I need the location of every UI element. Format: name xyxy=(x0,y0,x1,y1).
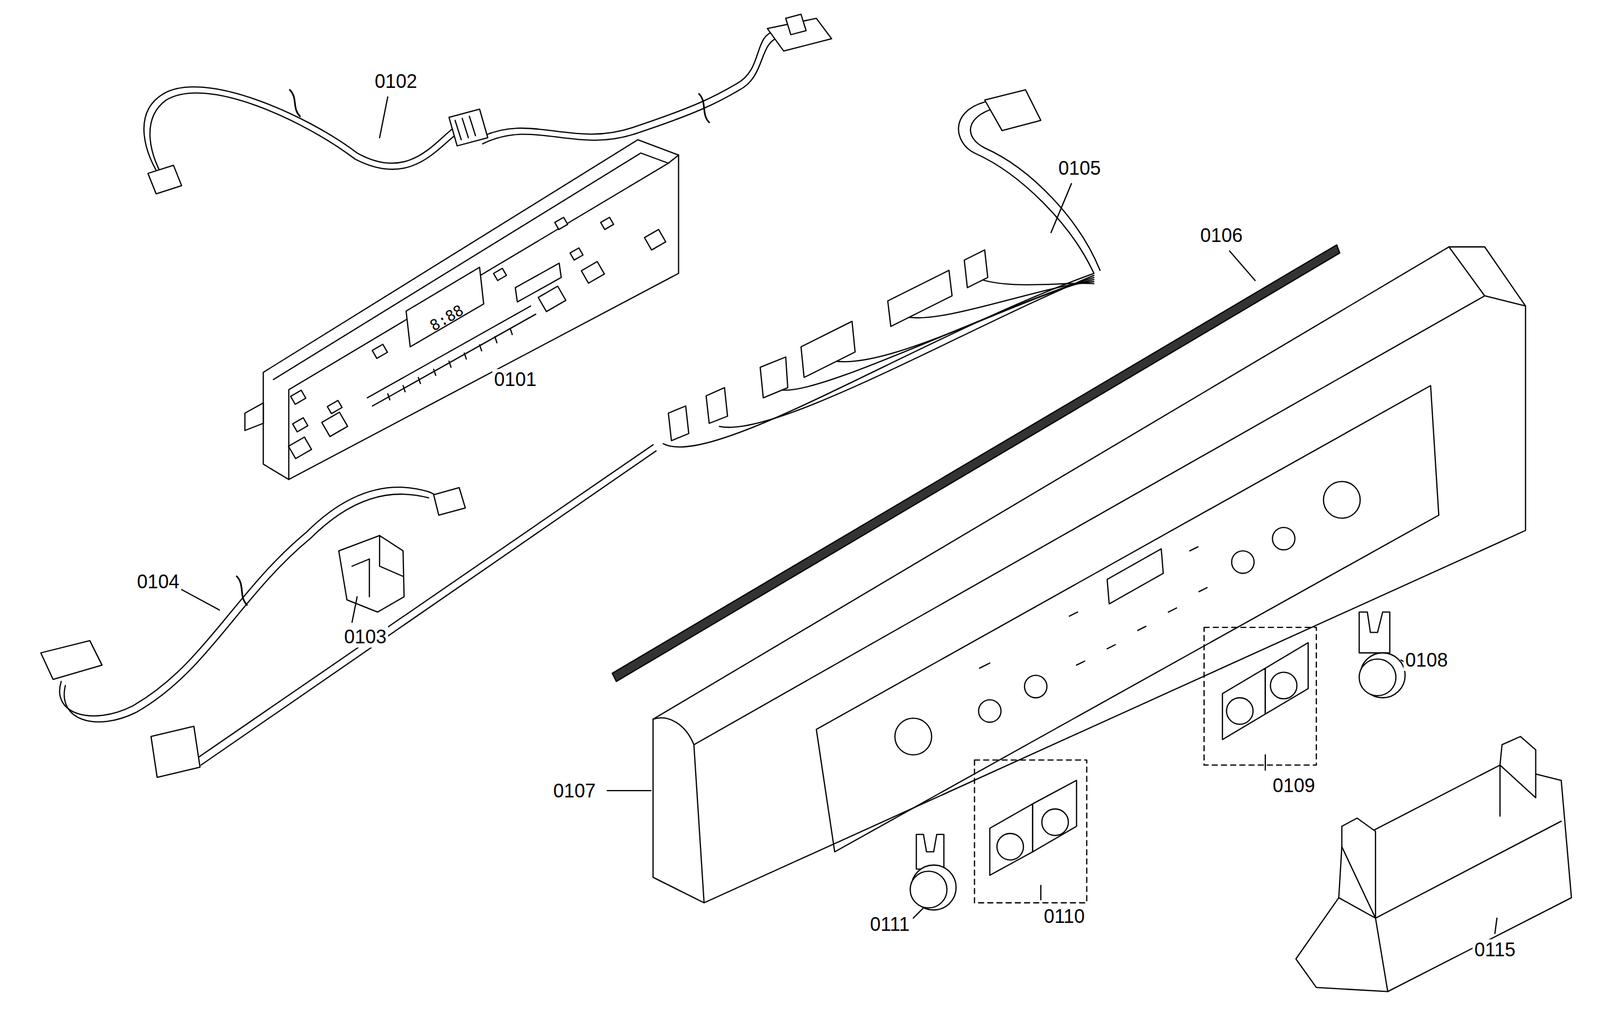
control-panel xyxy=(652,246,1526,903)
callout-number: 0109 xyxy=(1271,775,1317,797)
wire-harness xyxy=(40,444,656,778)
callout-number: 0105 xyxy=(1056,157,1103,179)
callout-number: 0111 xyxy=(868,913,912,936)
callout-number: 0101 xyxy=(492,369,538,391)
leader-line xyxy=(181,96,1497,934)
callout-number: 0102 xyxy=(373,70,419,93)
callout-number: 0104 xyxy=(135,571,182,593)
callout-number: 0103 xyxy=(342,626,389,648)
callout-number: 0106 xyxy=(1198,225,1245,247)
wire-harness xyxy=(144,14,832,194)
callout-number: 0115 xyxy=(1472,939,1517,961)
callout-number: 0107 xyxy=(551,780,598,802)
control-board xyxy=(245,139,679,480)
mounting-bracket xyxy=(1296,736,1572,992)
callout-number: 0110 xyxy=(1041,905,1086,928)
wire-harness xyxy=(663,90,1101,448)
button-pair xyxy=(974,627,1317,903)
callout-number: 0108 xyxy=(1403,649,1450,671)
push-button xyxy=(910,612,1406,911)
door-switch xyxy=(338,535,404,612)
